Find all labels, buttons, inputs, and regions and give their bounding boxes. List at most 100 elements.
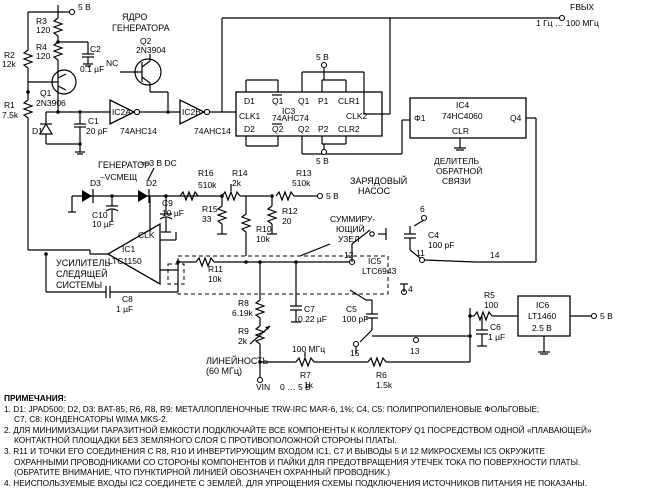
top-supply: 5 В xyxy=(28,2,91,16)
svg-text:5 В: 5 В xyxy=(326,191,339,201)
svg-text:10 µF: 10 µF xyxy=(92,219,114,229)
svg-text:100 МГц: 100 МГц xyxy=(292,344,325,354)
svg-text:P1: P1 xyxy=(318,96,329,106)
switch-ic5: IC5 LTC6943 12 6 11 C4 100 pF 4 xyxy=(342,204,477,358)
svg-text:C9: C9 xyxy=(162,198,173,208)
opamp-ic1: IC1 LTC1150 CLK УСИЛИТЕЛЬ СЛЕДЯЩЕЙ СИСТЕ… xyxy=(28,196,178,290)
svg-text:C10: C10 xyxy=(92,210,108,220)
svg-text:20 pF: 20 pF xyxy=(86,126,108,136)
svg-text:100 pF: 100 pF xyxy=(428,240,454,250)
svg-text:Q1: Q1 xyxy=(40,88,52,98)
svg-text:11: 11 xyxy=(416,248,425,258)
counter-ic4: IC4 74HC4060 Φ1 Q4 CLR ДЕЛИТЕЛЬ ОБРАТНОЙ… xyxy=(409,97,537,263)
resistor-r4: R4 120 xyxy=(36,41,64,66)
svg-text:C4: C4 xyxy=(428,230,439,240)
svg-text:6: 6 xyxy=(420,204,425,214)
summing-label-3: УЗЕЛ xyxy=(338,234,360,244)
svg-text:СЛЕДЯЩЕЙ: СЛЕДЯЩЕЙ xyxy=(56,268,108,279)
resistor-r1: R1 7.5k xyxy=(2,92,34,250)
svg-text:–VСМЕЩ: –VСМЕЩ xyxy=(100,172,137,182)
svg-text:Q2: Q2 xyxy=(140,36,152,46)
inverter-ic2a: IC2A 74AHC14 xyxy=(109,98,180,136)
svg-text:R2: R2 xyxy=(4,50,15,60)
note-2a: 2. ДЛЯ МИНИМИЗАЦИИ ПАРАЗИТНОЙ ЕМКОСТИ ПО… xyxy=(4,424,592,435)
note-4: 4. НЕИСПОЛЬЗУЕМЫЕ ВХОДЫ IC2 СОЕДИНЕТЕ С … xyxy=(4,477,587,488)
svg-text:4: 4 xyxy=(408,284,413,294)
svg-text:1 µF: 1 µF xyxy=(488,332,505,342)
svg-text:20: 20 xyxy=(282,216,292,226)
svg-text:R3: R3 xyxy=(36,16,47,26)
svg-text:2k: 2k xyxy=(232,178,242,188)
inverter-ic2b: IC2B 74AHC14 xyxy=(166,92,236,136)
svg-text:10k: 10k xyxy=(208,274,222,284)
svg-text:C5: C5 xyxy=(346,304,357,314)
svg-text:Q4: Q4 xyxy=(510,113,522,123)
svg-text:D1: D1 xyxy=(244,96,255,106)
svg-text:R9: R9 xyxy=(238,326,249,336)
svg-text:5 В: 5 В xyxy=(600,311,613,321)
svg-text:Φ1: Φ1 xyxy=(414,113,426,123)
notes-title: ПРИМЕЧАНИЯ: xyxy=(4,393,67,403)
collector-node xyxy=(78,110,110,114)
svg-text:74AHC14: 74AHC14 xyxy=(120,126,157,136)
svg-text:R8: R8 xyxy=(238,298,249,308)
svg-text:D3: D3 xyxy=(90,178,101,188)
svg-text:D2: D2 xyxy=(244,124,255,134)
svg-text:74HC4060: 74HC4060 xyxy=(442,111,483,121)
svg-text:74AHC74: 74AHC74 xyxy=(272,113,309,123)
note-2b: КОНТАКТНОЙ ПЛОЩАДКИ БЕЗ ЗЕМЛЯНОГО СЛОЯ С… xyxy=(14,435,397,446)
svg-text:Q2: Q2 xyxy=(298,124,310,134)
note-1a: 1. D1: JPAD500; D2, D3: BAT-85; R6, R8, … xyxy=(4,403,540,414)
resistor-r3: R3 120 xyxy=(36,12,64,42)
reference-ic6: R5 100 C6 1 µF IC6 LT1460 2.5 В 5 В xyxy=(468,290,613,362)
svg-text:УСИЛИТЕЛЬ: УСИЛИТЕЛЬ xyxy=(56,258,110,268)
svg-text:FВЫХ: FВЫХ xyxy=(570,2,594,12)
transistor-q1: Q1 2N3906 xyxy=(26,66,77,108)
svg-text:ЯДРО: ЯДРО xyxy=(122,12,147,22)
ic3-wiring: 5 В 5 В FВЫХ 1 Гц … 100 МГц xyxy=(221,2,599,166)
svg-text:R13: R13 xyxy=(296,168,312,178)
svg-text:Q2: Q2 xyxy=(272,124,284,134)
linearity-network: R8 6.19k R9 2k ЛИНЕЙНОСТЬ (60 МГц) C7 0.… xyxy=(206,262,470,392)
note-3a: 3. R11 И ТОЧКИ ЕГО СОЕДИНЕНИЯ С R8, R10 … xyxy=(4,445,546,456)
svg-text:ГЕНЕРАТОРА: ГЕНЕРАТОРА xyxy=(112,23,170,33)
svg-text:1 Гц … 100 МГц: 1 Гц … 100 МГц xyxy=(536,18,599,28)
capacitor-c8: C8 1 µF xyxy=(44,252,179,314)
svg-text:13: 13 xyxy=(410,346,420,356)
charge-pump-label-2: НАСОС xyxy=(358,186,391,196)
svg-text:R7: R7 xyxy=(300,370,311,380)
svg-text:5 В: 5 В xyxy=(316,156,329,166)
svg-text:15: 15 xyxy=(350,348,360,358)
svg-text:2k: 2k xyxy=(238,336,248,346)
svg-text:510k: 510k xyxy=(198,180,217,190)
svg-text:14: 14 xyxy=(490,250,500,260)
circuit-schematic: 5 В R3 120 R4 120 C2 0.1 µF NC R2 12k xyxy=(2,2,613,392)
capacitor-c2: C2 0.1 µF NC xyxy=(56,40,118,74)
svg-text:0 … 5 В: 0 … 5 В xyxy=(280,382,311,392)
svg-text:2N3904: 2N3904 xyxy=(136,45,166,55)
svg-text:12: 12 xyxy=(344,250,354,260)
svg-text:74AHC14: 74AHC14 xyxy=(194,126,231,136)
svg-text:IC4: IC4 xyxy=(456,100,470,110)
bias-generator: ГЕНЕРАТОР ≈–3 В DC –VСМЕЩ D3 D2 C10 10 µ… xyxy=(68,158,339,256)
svg-text:5 В: 5 В xyxy=(316,52,329,62)
svg-text:ЛИНЕЙНОСТЬ: ЛИНЕЙНОСТЬ xyxy=(206,355,269,366)
svg-text:(60 МГц): (60 МГц) xyxy=(206,366,242,376)
svg-text:CLR: CLR xyxy=(452,126,469,136)
svg-text:12k: 12k xyxy=(2,59,16,69)
svg-text:IC1: IC1 xyxy=(122,244,136,254)
svg-text:R11: R11 xyxy=(208,264,223,274)
supply-label: 5 В xyxy=(78,2,91,12)
summing-label-2: ЮЩИЙ xyxy=(336,223,365,234)
diode-d1: D1 xyxy=(32,96,80,145)
svg-text:СВЯЗИ: СВЯЗИ xyxy=(442,176,471,186)
svg-text:R15: R15 xyxy=(202,204,218,214)
svg-text:VIN: VIN xyxy=(256,382,270,392)
svg-text:R12: R12 xyxy=(282,206,298,216)
transistor-q2: Q2 2N3904 ЯДРО ГЕНЕРАТОРА xyxy=(112,12,170,93)
svg-text:CLK2: CLK2 xyxy=(346,111,368,121)
svg-text:R14: R14 xyxy=(232,168,248,178)
note-3c: (ОБРАТИТЕ ВНИМАНИЕ, ЧТО ПУНКТИРНОЙ ЛИНИЕ… xyxy=(14,467,390,478)
svg-text:0.1 µF: 0.1 µF xyxy=(80,64,104,74)
svg-text:120: 120 xyxy=(36,25,50,35)
